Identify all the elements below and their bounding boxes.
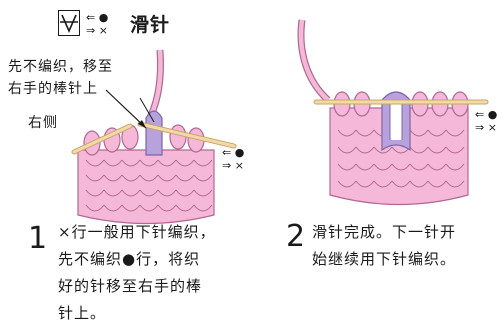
right-row-legend: ⇐ ● ⇒ ×	[475, 108, 497, 134]
cross-mark: ×	[488, 121, 497, 134]
dot-mark: ●	[488, 108, 498, 121]
left-arrow-icon: ⇐	[475, 108, 484, 121]
step-2-number: 2	[286, 222, 305, 252]
right-arrow-icon: ⇒	[475, 121, 484, 134]
step-1-number: 1	[28, 224, 47, 254]
step-2-text: 滑针完成。下一针开 始继续用下针编织。	[312, 219, 456, 273]
step-1-text: ×行一般用下针编织， 先不编织●行，将织 好的针移至右手的棒 针上。	[58, 219, 216, 327]
